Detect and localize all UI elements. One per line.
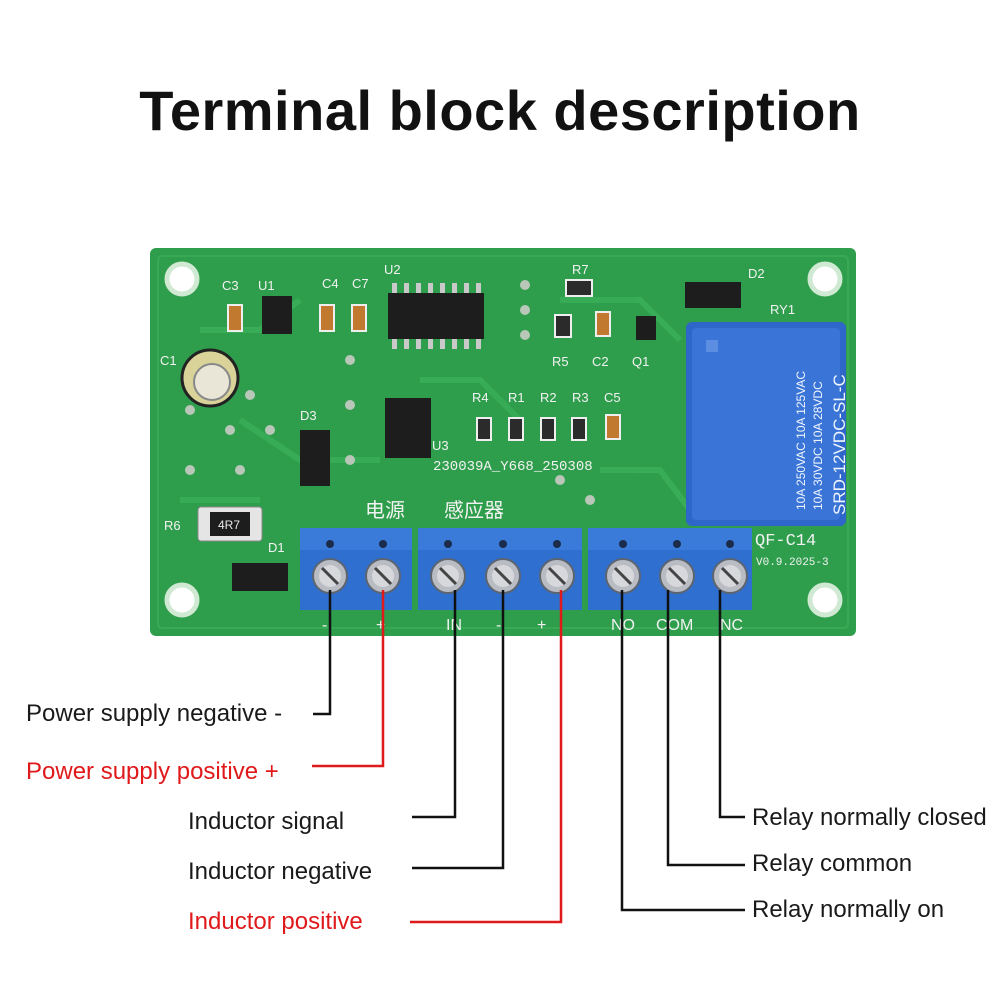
callout-wire-1 (313, 590, 332, 716)
terminal-screw-2[interactable] (365, 540, 401, 594)
silk-label-c3: C3 (222, 278, 239, 293)
terminal-mark-1: - (322, 617, 327, 634)
silk-label-c2: C2 (592, 354, 609, 369)
silk-label-r4: R4 (472, 390, 489, 405)
relay-ry1 (686, 322, 846, 526)
mounting-holes (164, 261, 843, 618)
callout-wire-7 (666, 590, 745, 867)
silk-label-d2: D2 (748, 266, 765, 281)
silk-label-d3: D3 (300, 408, 317, 423)
silk-label-r5: R5 (552, 354, 569, 369)
callout-label-4: Inductor negative (188, 858, 373, 885)
terminal-screw-3[interactable] (430, 540, 466, 594)
callout-wire-8 (620, 590, 745, 912)
terminal-mark-4: - (496, 617, 501, 634)
board-version: V0.9.2025-3 (756, 557, 829, 569)
regulator-u1 (262, 296, 292, 334)
callout-wire-6 (718, 590, 745, 819)
callout-wire-5 (410, 590, 563, 924)
silk-label-r7: R7 (572, 262, 589, 277)
relay-rating-1: 10A 250VAC 10A 125VAC (794, 371, 808, 510)
silk-label-c7: C7 (352, 276, 369, 291)
silk-label-ry1: RY1 (770, 302, 795, 317)
callout-label-8: Relay normally on (752, 896, 945, 923)
silk-label-q1: Q1 (632, 354, 649, 369)
page-title: Terminal block description (139, 79, 861, 142)
diode-d1 (232, 563, 288, 591)
silk-sensor-cn: 感应器 (444, 498, 504, 522)
callout-label-1: Power supply negative - (26, 700, 283, 727)
silk-label-u1: U1 (258, 278, 275, 293)
transistor-q1 (636, 316, 656, 340)
callout-label-6: Relay normally closed (752, 804, 987, 831)
silk-label-r1: R1 (508, 390, 525, 405)
silk-label-r6: R6 (164, 518, 181, 533)
silk-label-u2: U2 (384, 262, 401, 277)
callout-wire-2 (312, 590, 385, 768)
terminal-screw-8[interactable] (712, 540, 748, 594)
resistor-marking: 4R7 (218, 518, 240, 532)
terminal-mark-7: COM (656, 617, 693, 634)
relay-model: SRD-12VDC-SL-C (830, 374, 849, 515)
callout-wire-3 (412, 590, 457, 819)
pcb-code: 230039A_Y668_250308 (433, 459, 593, 475)
silk-label-c1: C1 (160, 353, 177, 368)
relay-rating-2: 10A 30VDC 10A 28VDC (811, 381, 825, 510)
terminal-screw-1[interactable] (312, 540, 348, 594)
callout-label-5: Inductor positive (188, 908, 363, 935)
silk-label-d1: D1 (268, 540, 285, 555)
terminal-screw-6[interactable] (605, 540, 641, 594)
callout-label-7: Relay common (752, 850, 913, 877)
chip-u3 (385, 398, 431, 458)
terminal-mark-5: + (537, 617, 546, 634)
terminal-mark-2: + (376, 617, 385, 634)
silk-label-r2: R2 (540, 390, 557, 405)
callout-label-3: Inductor signal (188, 808, 345, 835)
terminal-screw-5[interactable] (539, 540, 575, 594)
silk-label-u3: U3 (432, 438, 449, 453)
callout-wire-4 (412, 590, 505, 870)
diode-d2 (685, 282, 741, 308)
terminal-mark-8: NC (720, 617, 743, 634)
callout-label-2: Power supply positive + (26, 758, 279, 785)
diode-d3 (300, 430, 330, 486)
board-model: QF-C14 (755, 532, 816, 551)
chip-u2 (388, 293, 484, 339)
silk-label-c4: C4 (322, 276, 339, 291)
terminal-screw-7[interactable] (659, 540, 695, 594)
silk-label-r3: R3 (572, 390, 589, 405)
silk-power-cn: 电源 (365, 498, 405, 522)
silk-label-c5: C5 (604, 390, 621, 405)
